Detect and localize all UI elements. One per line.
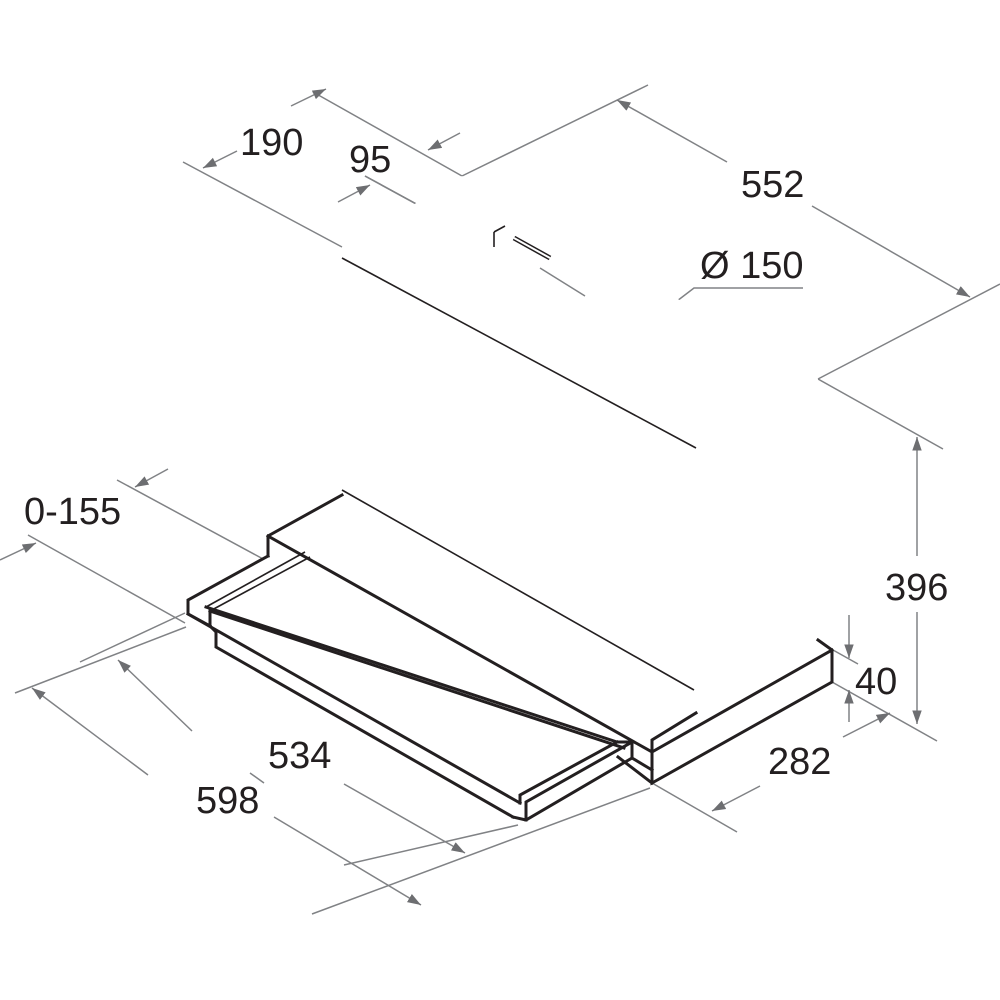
- dim-outlet-offset: 95: [349, 139, 391, 181]
- dim-width-body: 552: [741, 164, 804, 206]
- power-cable-icon: [485, 218, 552, 261]
- air-outlet: [511, 255, 651, 334]
- dim-drawer-extension: 0-155: [24, 491, 121, 533]
- dim-base-height: 40: [855, 661, 897, 703]
- dim-outlet-diameter: Ø 150: [700, 245, 804, 287]
- dim-base-depth: 282: [768, 741, 831, 783]
- dim-width-drawer: 534: [268, 735, 331, 777]
- dim-depth-top: 190: [240, 122, 303, 164]
- dim-height-total: 396: [885, 567, 948, 609]
- dimension-labels: 190 95 552 Ø 150 0-155 396 40 282 534 59…: [24, 122, 948, 822]
- dim-width-total: 598: [196, 780, 259, 822]
